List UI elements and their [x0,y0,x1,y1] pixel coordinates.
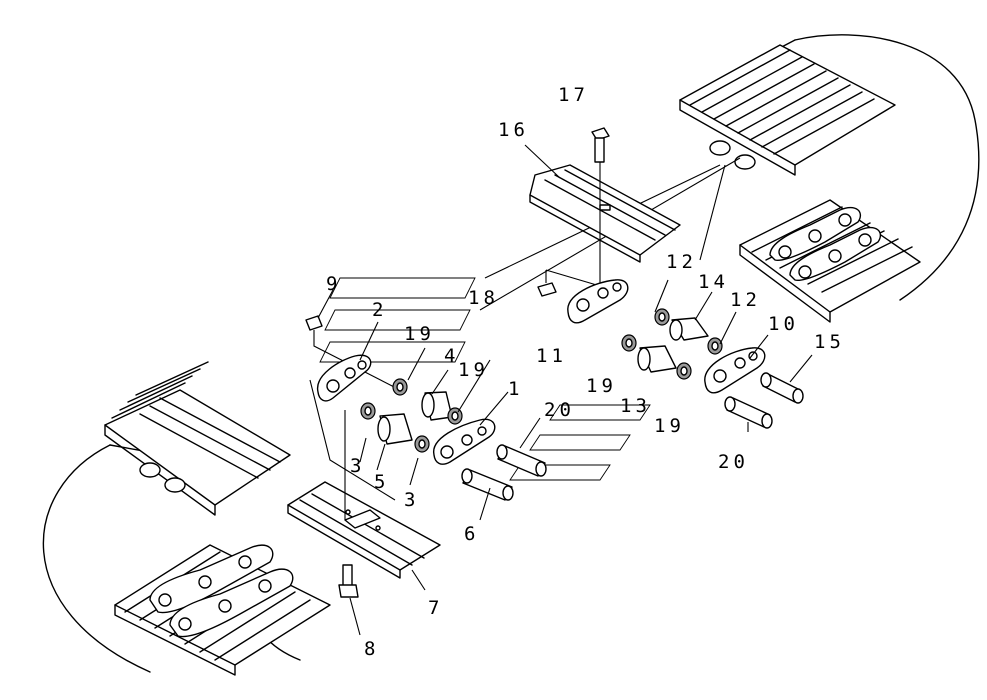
part-14-bushing [669,317,709,341]
callout-3-b: 3 [404,489,419,511]
seal-ring-19-lower [447,407,463,425]
callout-labels: 17 16 12 14 18 9 2 12 10 15 19 4 19 11 1… [326,84,845,660]
part-18-nut [537,269,601,297]
callout-14: 14 [698,271,729,293]
upper-right-track-shoes [679,44,896,176]
callout-1: 1 [508,378,523,400]
part-15-pin [760,372,804,404]
callout-12-right: 12 [730,289,761,311]
part-5-bushing [377,413,413,445]
lower-left-track-loop [42,361,331,676]
callout-13: 13 [620,395,651,417]
callout-19-d: 19 [654,415,685,437]
seal-ring-19-mid [392,378,408,396]
callout-15: 15 [814,331,845,353]
callout-20-a: 20 [544,399,575,421]
part-6-pin [461,468,514,501]
seal-ring-upper [654,308,670,326]
part-20-pin-lower [496,444,547,477]
callout-6: 6 [464,523,479,545]
seal-ring-3-upper [360,402,376,420]
part-9-nut [305,315,401,391]
callout-18: 18 [468,287,499,309]
callout-12-upper: 12 [666,251,697,273]
part-10-link [704,347,766,394]
callout-8: 8 [364,638,379,660]
seal-ring-3-lower [414,435,430,453]
seal-ring-19-right [676,362,692,380]
callout-3-a: 3 [350,455,365,477]
part-16-track-shoe [529,164,681,263]
seal-ring-12 [707,337,723,355]
part-12-link-right [567,279,629,324]
callout-5: 5 [374,471,389,493]
callout-2: 2 [372,299,387,321]
bushing-11 [637,345,677,373]
part-2-link [317,354,372,402]
lower-left-track-links [114,544,331,676]
callout-19-a: 19 [404,323,435,345]
callout-19-c: 19 [586,375,617,397]
part-8-bolt [338,564,359,598]
callout-16: 16 [498,119,529,141]
callout-17: 17 [558,84,589,106]
callout-11: 11 [536,345,567,367]
callout-9: 9 [326,273,341,295]
callout-10: 10 [768,313,799,335]
leader-lines [317,144,813,636]
lower-left-track-shoes [104,361,291,516]
callout-20-b: 20 [718,451,749,473]
callout-4: 4 [444,345,459,367]
part-17-bolt [591,127,610,290]
callout-7: 7 [428,597,443,619]
part-7-track-shoe [287,410,441,579]
part-20-pin-right [724,396,773,429]
upper-right-track-links [739,199,921,323]
seal-ring-11 [621,334,637,352]
part-1-link [433,418,496,465]
callout-19-b: 19 [458,359,489,381]
